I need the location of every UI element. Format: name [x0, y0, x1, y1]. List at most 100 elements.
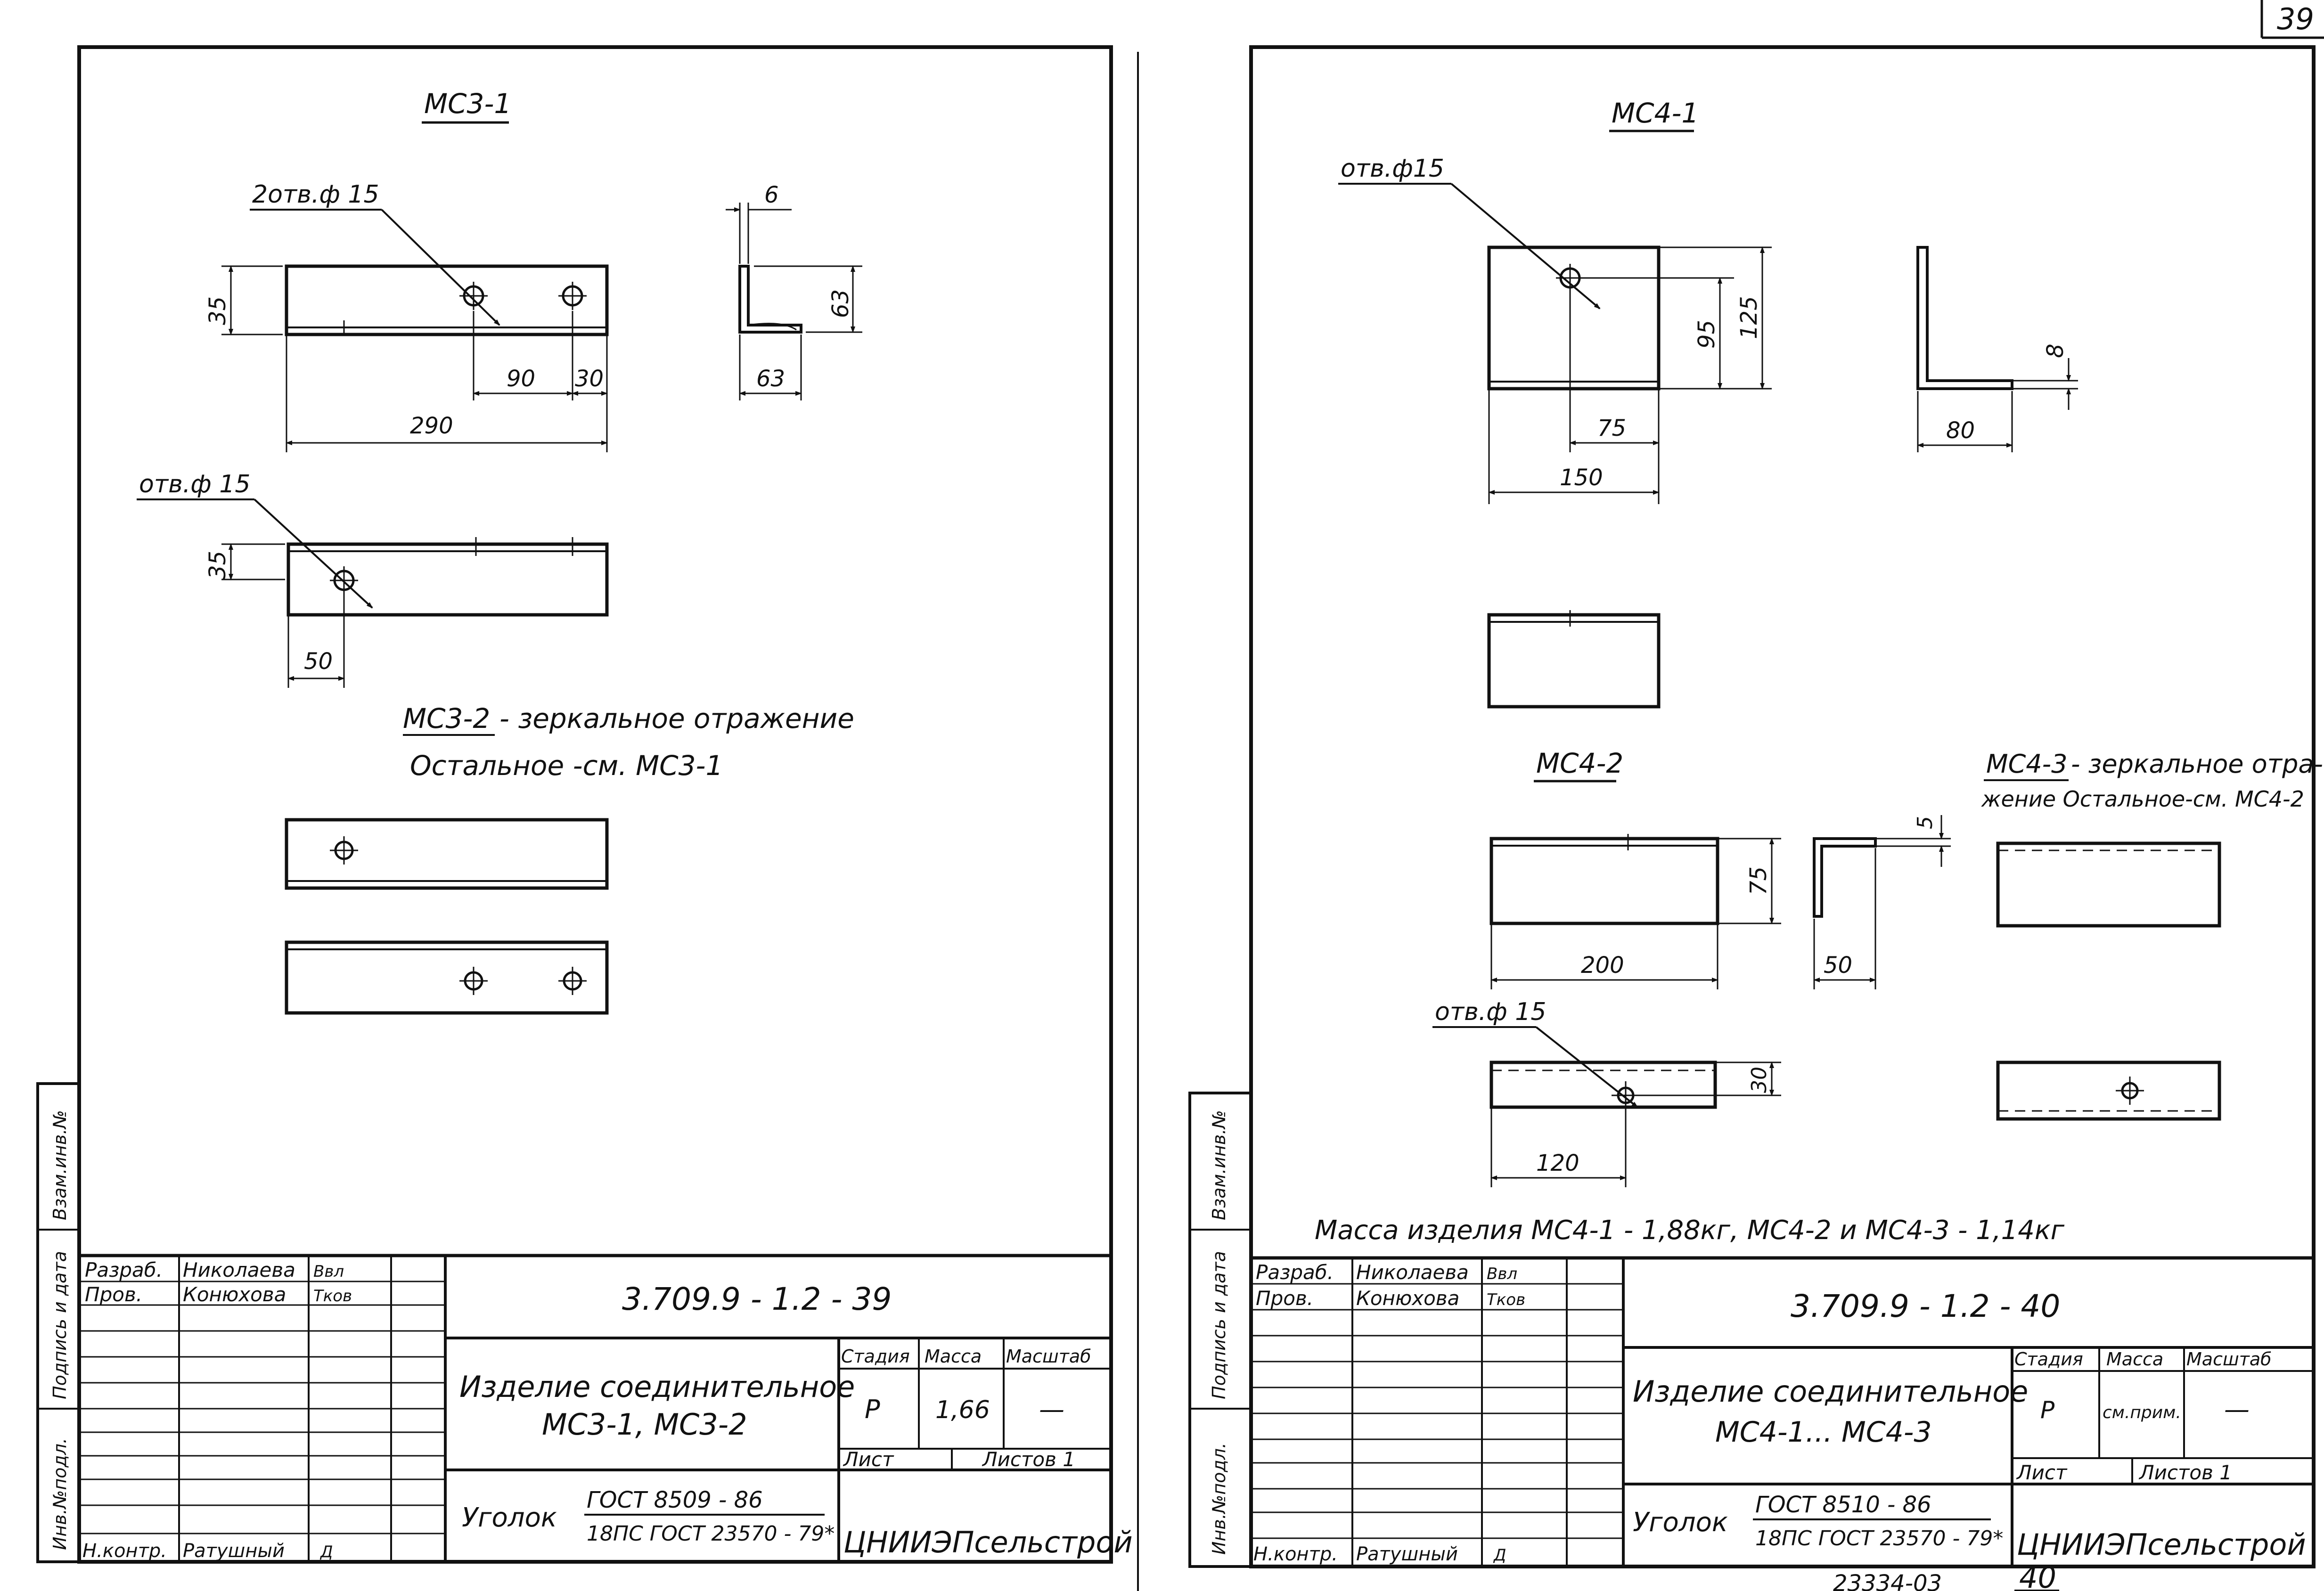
- side-label-sign: Подпись и дата: [1209, 1251, 1229, 1399]
- dim-height: 35: [205, 296, 231, 325]
- mass-note: Масса изделия МС4-1 - 1,88кг, МС4-2 и МС…: [1315, 1215, 2065, 1246]
- dim-thickness-8: 8: [2042, 343, 2069, 358]
- plate-view-mc4-2: [1489, 834, 1719, 925]
- side-label-replace: Взам.инв.№: [49, 1110, 70, 1220]
- name-normcontrol: Ратушный: [1356, 1543, 1458, 1565]
- mirror-rest-mc4-3: жение Остальное-см. МС4-2: [1981, 786, 2304, 812]
- product-codes: МС4-1... МС4-3: [1715, 1416, 1932, 1449]
- plate-view-mc4-1: [1487, 245, 1661, 391]
- part-title-mc4-1: МС4-1: [1612, 97, 1699, 129]
- dim-125: 125: [1736, 296, 1762, 339]
- side-label-replace: Взам.инв.№: [1209, 1110, 1229, 1220]
- plate-view-mc4-1-bottom: [1487, 610, 1661, 709]
- scale-value: —: [2224, 1395, 2250, 1424]
- dim-length: 290: [410, 413, 453, 439]
- gost-steel: 18ПС ГОСТ 23570 - 79*: [587, 1522, 835, 1546]
- role-normcontrol: Н.контр.: [1253, 1543, 1338, 1565]
- document-number: 3.709.9 - 1.2 - 40: [1791, 1288, 2060, 1324]
- name-normcontrol: Ратушный: [183, 1540, 285, 1562]
- stage-label: Стадия: [2014, 1349, 2083, 1370]
- dim-200: 200: [1581, 952, 1624, 979]
- hole-note-side: отв.ф 15: [139, 470, 250, 498]
- hole-note-mc4-1: отв.ф15: [1341, 155, 1444, 183]
- signature-developer: Ввл: [313, 1262, 344, 1281]
- dim-leg-50: 50: [1824, 952, 1852, 979]
- organization: ЦНИИЭПсельстрой: [2017, 1527, 2306, 1562]
- document-number: 3.709.9 - 1.2 - 39: [622, 1281, 892, 1317]
- left-sheet: Инв.№подл. Подпись и дата Взам.инв.№ МС3…: [36, 45, 1133, 1564]
- mirror-rest: Остальное -см. МС3-1: [410, 750, 723, 782]
- side-label-sign: Подпись и дата: [49, 1251, 70, 1399]
- role-checker: Пров.: [1256, 1287, 1313, 1310]
- dim-leg-horizontal: 63: [756, 366, 785, 392]
- mirror-text-mc4-3: - зеркальное отра-: [2071, 749, 2323, 779]
- dim-leg-vertical: 63: [827, 289, 854, 318]
- angle-section: [738, 265, 802, 334]
- mirror-ref: МС3-2: [403, 702, 490, 734]
- mass-value: см.прим.: [2103, 1403, 2181, 1422]
- product-codes: МС3-1, МС3-2: [542, 1407, 747, 1442]
- footer-page: 40: [2019, 1560, 2056, 1591]
- scale-value: —: [1039, 1395, 1064, 1424]
- side-label-inv: Инв.№подл.: [1209, 1443, 1229, 1555]
- stage-value: Р: [2040, 1396, 2055, 1424]
- name-checker: Конюхова: [183, 1283, 286, 1306]
- dim-75-mc4-2: 75: [1745, 866, 1772, 895]
- signature-checker: Тков: [1487, 1290, 1525, 1309]
- dim-edge: 30: [575, 366, 604, 392]
- mirror-plate-1: [285, 818, 609, 890]
- title-block: Разраб. Пров. Н.контр. Николаева Конюхов…: [1249, 1256, 2316, 1568]
- organization: ЦНИИЭПсельстрой: [843, 1525, 1133, 1559]
- part-title: МС3-1: [424, 88, 511, 120]
- dim-hole-offset: 50: [304, 648, 333, 675]
- sheet-label: Лист: [2016, 1461, 2068, 1484]
- role-developer: Разраб.: [85, 1258, 163, 1281]
- mass-label: Масса: [925, 1346, 982, 1367]
- role-developer: Разраб.: [1256, 1261, 1334, 1284]
- stage-value: Р: [865, 1395, 880, 1424]
- dim-95: 95: [1694, 320, 1720, 349]
- role-checker: Пров.: [85, 1283, 142, 1306]
- dim-thickness: 6: [764, 182, 779, 208]
- gost-steel: 18ПС ГОСТ 23570 - 79*: [1755, 1526, 2003, 1550]
- sheets-label: Листов 1: [982, 1448, 1075, 1471]
- plate-view-side: [286, 537, 609, 617]
- mirror-plate-2: [285, 940, 609, 1015]
- product-name: Изделие соединительное: [459, 1370, 855, 1404]
- material-label: Уголок: [1633, 1507, 1728, 1538]
- page-number-box: 39: [2260, 0, 2324, 39]
- dim-leg-80: 80: [1946, 417, 1975, 444]
- dim-30: 30: [1747, 1067, 1771, 1093]
- dim-75: 75: [1597, 415, 1626, 441]
- hole-note: 2отв.ф 15: [252, 180, 379, 209]
- dim-150: 150: [1560, 465, 1603, 491]
- dim-thickness-5: 5: [1913, 816, 1937, 829]
- mass-label: Масса: [2106, 1349, 2163, 1370]
- gost-profile: ГОСТ 8509 - 86: [587, 1487, 763, 1513]
- material-label: Уголок: [462, 1502, 557, 1533]
- signature-normcontrol: Д: [1493, 1546, 1506, 1565]
- title-block: Разраб. Пров. Н.контр. Николаева Конюхов…: [77, 1254, 1133, 1564]
- gost-profile: ГОСТ 8510 - 86: [1755, 1492, 1931, 1518]
- mirror-ref-mc4-3: МС4-3: [1986, 749, 2068, 779]
- name-developer: Николаева: [183, 1258, 295, 1281]
- side-label-inv: Инв.№подл.: [49, 1438, 70, 1550]
- role-normcontrol: Н.контр.: [82, 1540, 167, 1562]
- right-sheet: Инв.№подл. Подпись и дата Взам.инв.№ МС4…: [1188, 45, 2323, 1591]
- stage-label: Стадия: [841, 1346, 910, 1367]
- dim-hole-spacing: 90: [507, 366, 535, 392]
- dim-height-side: 35: [205, 551, 231, 579]
- scale-label: Масштаб: [1006, 1346, 1091, 1367]
- angle-section-mc4-2: [1813, 837, 1877, 918]
- signature-normcontrol: Д: [319, 1542, 333, 1561]
- signature-developer: Ввл: [1487, 1265, 1517, 1283]
- sheet-label: Лист: [843, 1448, 894, 1471]
- product-name: Изделие соединительное: [1633, 1374, 2028, 1409]
- part-title-mc4-2: МС4-2: [1536, 747, 1623, 779]
- plate-view-mc4-2-bottom: [1489, 1061, 1717, 1110]
- mass-value: 1,66: [935, 1396, 990, 1424]
- dim-120: 120: [1536, 1150, 1579, 1176]
- name-checker: Конюхова: [1356, 1287, 1459, 1310]
- name-developer: Николаева: [1356, 1261, 1469, 1284]
